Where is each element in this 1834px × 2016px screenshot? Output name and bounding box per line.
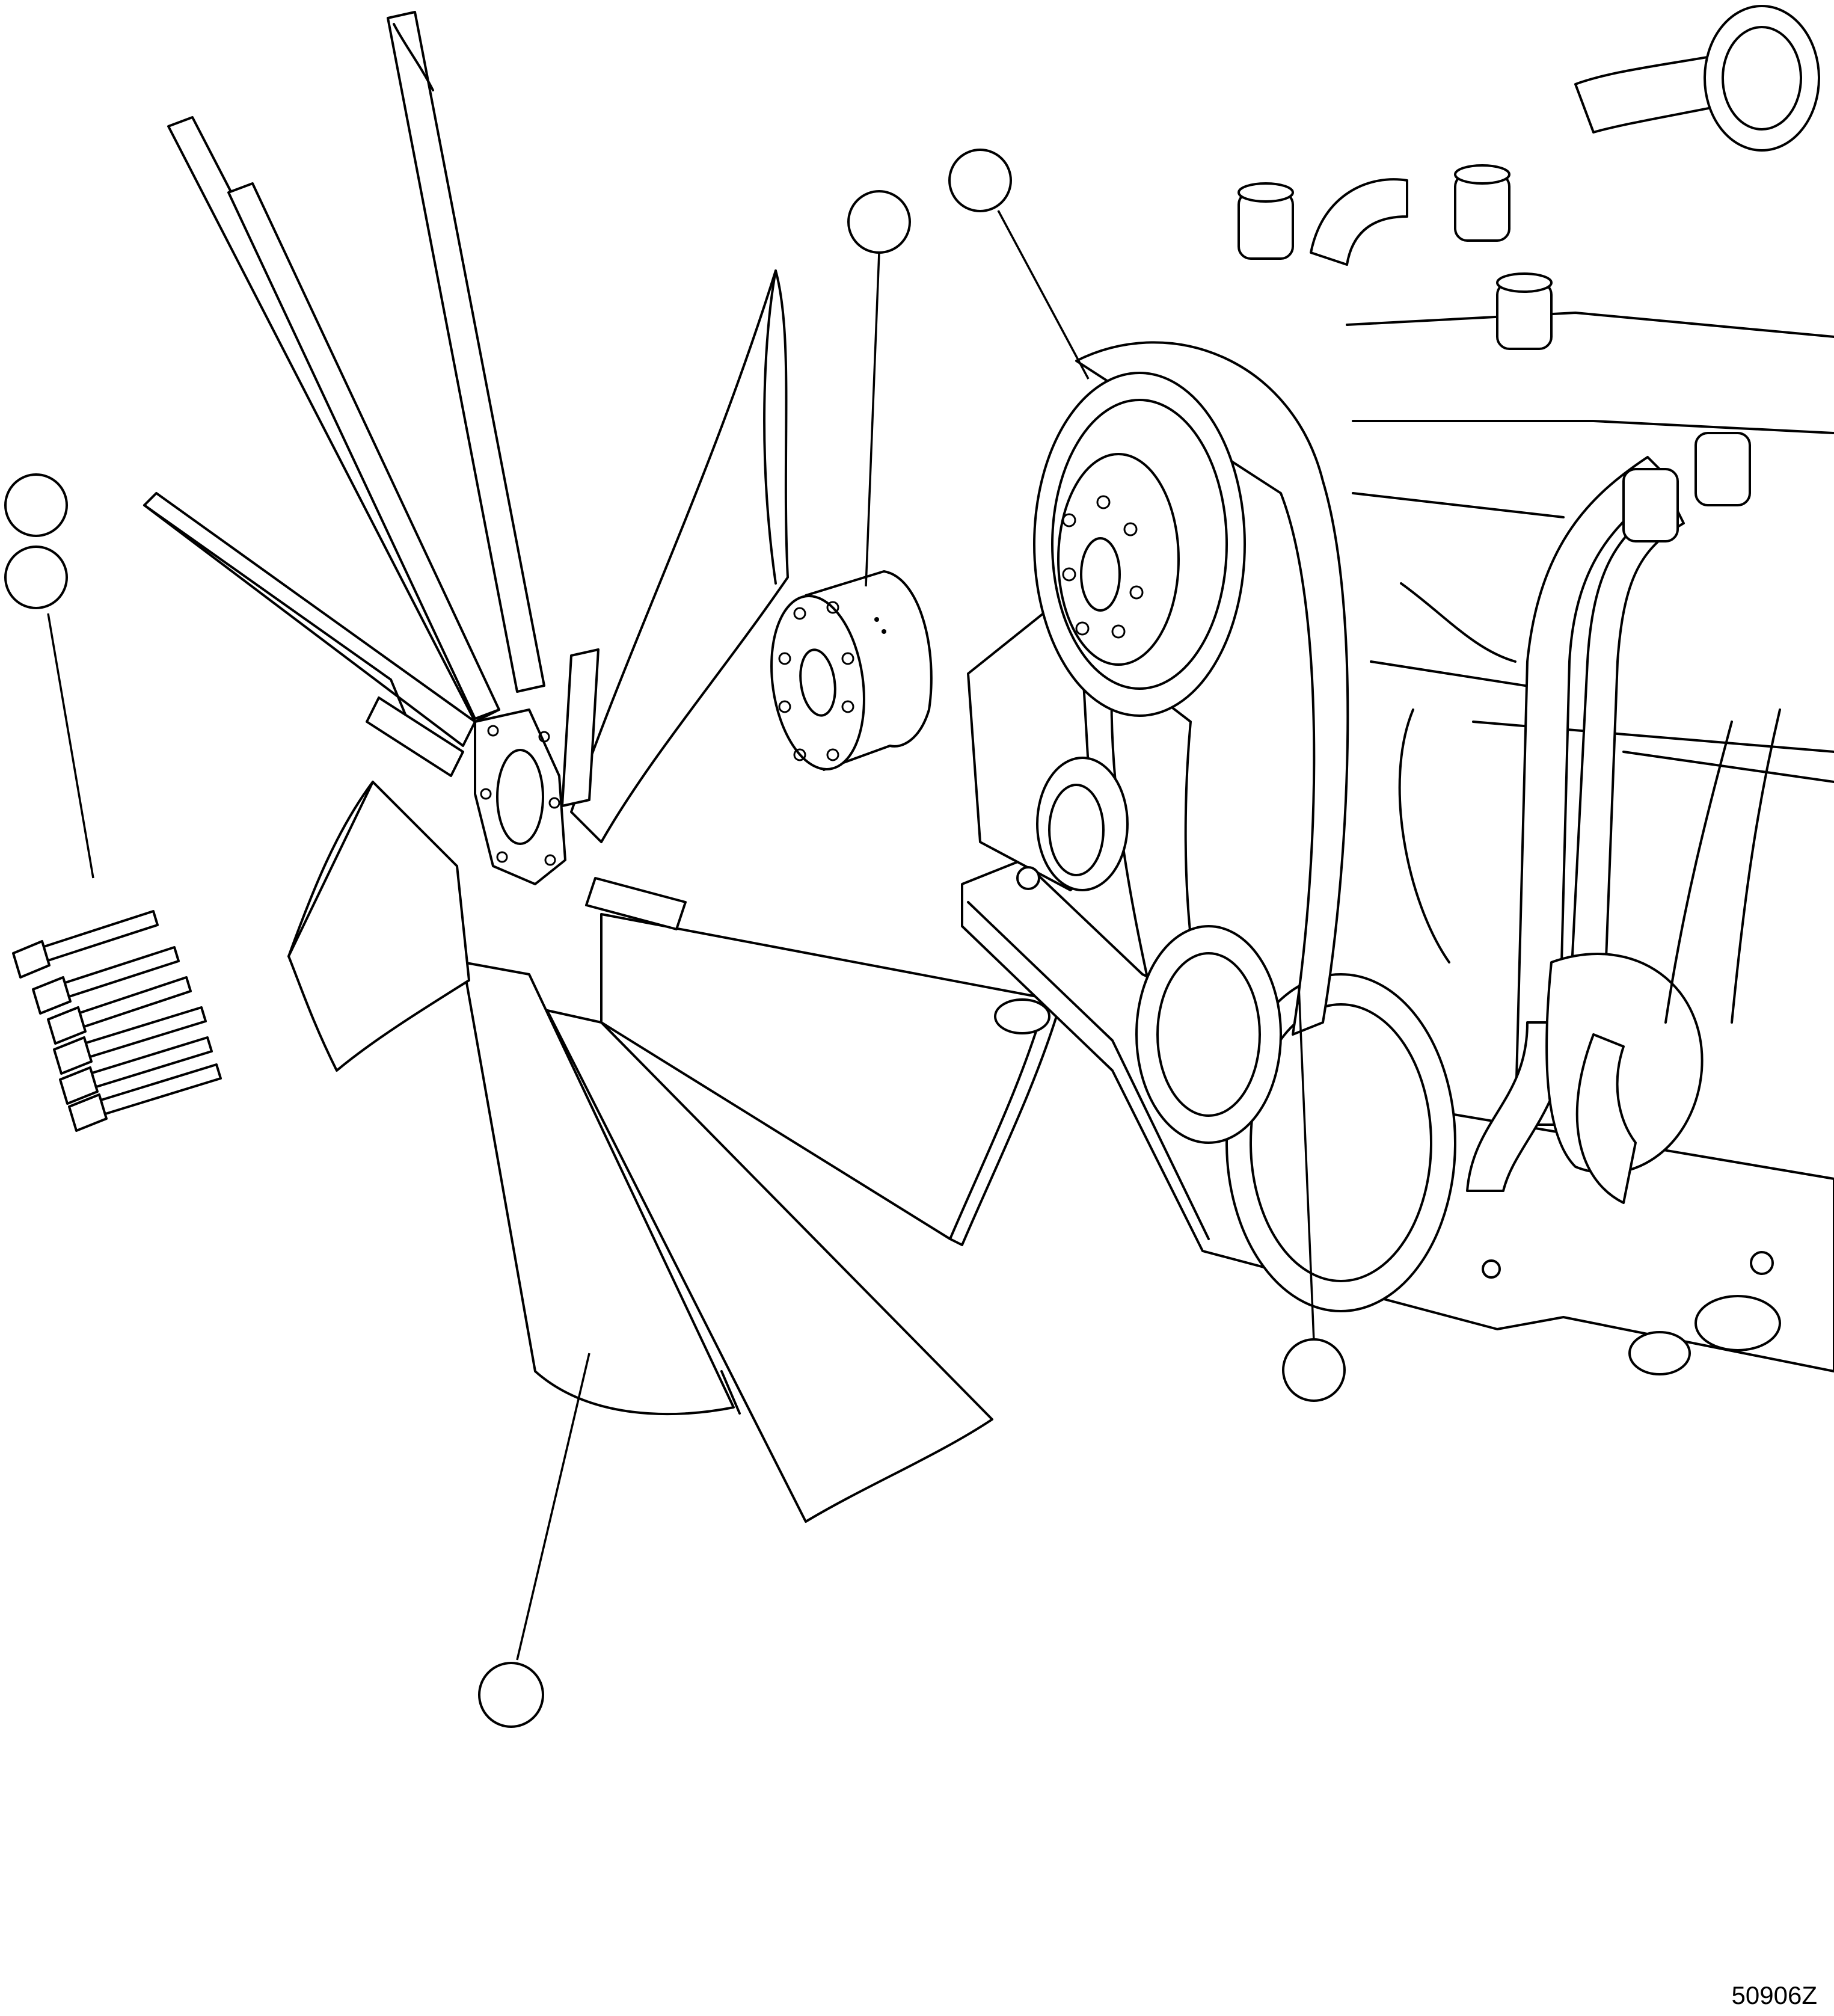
leader-line-bolts <box>47 613 94 879</box>
leader-line-fan <box>516 1353 590 1661</box>
mounting-bolts <box>12 910 222 1132</box>
callout-mounting-bolts-upper <box>4 473 68 537</box>
callouts <box>4 149 1346 1728</box>
leader-line-belt <box>1298 986 1315 1342</box>
engine-assembly <box>961 5 1834 1375</box>
callout-engine-pulley <box>948 149 1012 212</box>
leader-line-spacer <box>865 252 880 587</box>
callout-fan-blade <box>478 1662 544 1728</box>
callout-mounting-bolts-lower <box>4 545 68 609</box>
figure-reference-number: 50906Z <box>1731 1981 1817 2009</box>
callout-drive-belt <box>1282 1338 1346 1402</box>
fan-spacer <box>770 570 933 771</box>
leader-line-pulley <box>997 210 1090 380</box>
callout-fan-spacer <box>847 190 911 254</box>
fan-blade-assembly <box>143 11 1060 1523</box>
